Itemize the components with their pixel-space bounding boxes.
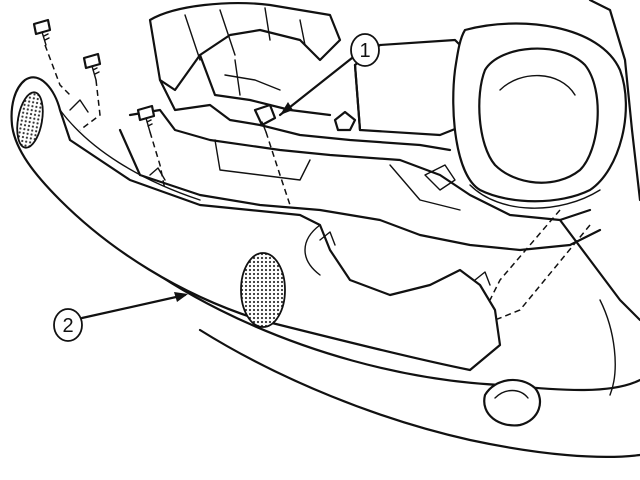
engine-bay-structure (148, 2, 452, 152)
headlight (452, 22, 627, 209)
callout-2: 2 (53, 292, 188, 342)
fender (558, 0, 640, 322)
fastener-clip (253, 103, 277, 133)
screw-center-left (136, 104, 156, 133)
screw-top-left (32, 18, 52, 46)
alignment-lines (44, 44, 591, 321)
trim-panel (10, 76, 502, 372)
callout-2-label: 2 (62, 315, 73, 337)
bracket-nut (333, 110, 357, 132)
cross-member (118, 108, 602, 252)
callout-1: 1 (278, 33, 380, 117)
screw-top-middle (82, 52, 102, 81)
fog-lamp (483, 378, 542, 427)
callout-1-label: 1 (359, 40, 370, 62)
